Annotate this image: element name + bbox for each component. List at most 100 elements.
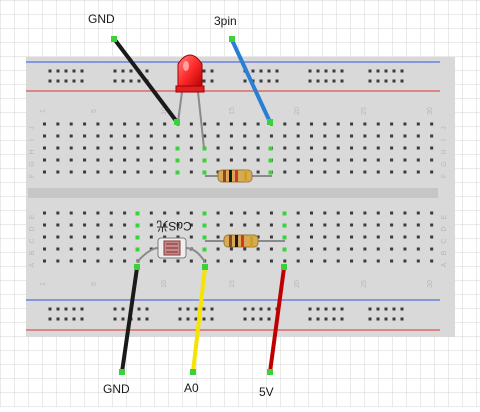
breadboard-hole <box>216 259 220 263</box>
breadboard-hole <box>376 235 380 239</box>
breadboard-hole <box>363 122 367 126</box>
breadboard-hole <box>83 211 87 215</box>
breadboard-hole <box>64 79 68 83</box>
row-letters: J I H G F E D C B A J I H G F E D C B A <box>29 126 448 267</box>
column-numbers: 1 5 10 15 20 25 30 1 5 10 15 20 25 30 <box>40 107 434 288</box>
breadboard-hole <box>251 307 255 311</box>
breadboard-hole <box>56 307 60 311</box>
breadboard-hole <box>83 122 87 126</box>
breadboard-hole <box>308 317 312 321</box>
breadboard-hole <box>316 79 320 83</box>
breadboard-hole <box>96 146 100 150</box>
breadboard-hole <box>123 170 127 174</box>
breadboard-hole <box>229 247 233 251</box>
breadboard-hole <box>283 122 287 126</box>
row-letter: C <box>441 238 448 243</box>
breadboard-hole <box>323 235 327 239</box>
breadboard-hole <box>243 79 247 83</box>
breadboard-hole <box>310 223 313 227</box>
breadboard-hole <box>368 307 372 311</box>
breadboard-hole <box>83 146 87 150</box>
breadboard-hole <box>176 235 180 239</box>
wire-gnd-top[interactable] <box>113 38 179 124</box>
breadboard-hole <box>123 235 127 239</box>
breadboard-hole <box>376 69 380 73</box>
breadboard-hole <box>430 247 434 251</box>
breadboard-hole <box>163 235 167 239</box>
breadboard-hole <box>109 122 113 126</box>
breadboard-hole <box>363 211 367 215</box>
breadboard-hole <box>149 223 153 227</box>
breadboard-hole <box>83 134 87 138</box>
breadboard-hole <box>400 69 404 73</box>
breadboard-hole <box>400 307 404 311</box>
breadboard-hole <box>324 317 328 321</box>
breadboard-hole <box>384 79 388 83</box>
wire-a0[interactable] <box>191 266 207 374</box>
breadboard-hole <box>123 134 127 138</box>
breadboard-hole <box>390 211 394 215</box>
breadboard-hole <box>269 223 273 227</box>
row-letter: D <box>441 226 448 231</box>
cds-lead-right <box>185 247 206 263</box>
breadboard-hole <box>350 134 354 138</box>
breadboard-hole <box>243 134 247 138</box>
wire-3pin[interactable] <box>230 38 272 124</box>
breadboard-hole <box>145 317 149 321</box>
resistor-band <box>244 170 247 182</box>
breadboard-hole <box>316 69 320 73</box>
breadboard-hole <box>350 247 354 251</box>
breadboard-hole <box>390 146 394 150</box>
breadboard-hole <box>251 317 255 321</box>
breadboard-hole <box>430 134 434 138</box>
breadboard-hole <box>176 211 180 215</box>
resistor-bottom[interactable] <box>205 234 285 248</box>
breadboard-hole <box>163 122 167 126</box>
breadboard-hole <box>109 223 113 227</box>
column-number: 1 <box>40 109 47 113</box>
breadboard-hole <box>216 247 220 251</box>
breadboard-hole <box>243 307 247 311</box>
breadboard-hole <box>340 307 344 311</box>
wire-end <box>267 119 273 125</box>
breadboard-hole <box>384 69 388 73</box>
breadboard-hole <box>296 146 300 150</box>
wire-end <box>267 369 273 375</box>
connected-holes <box>135 146 287 252</box>
breadboard-hole <box>296 259 300 263</box>
resistor-band <box>229 235 232 247</box>
wire-5v[interactable] <box>268 266 286 374</box>
breadboard-hole <box>243 158 247 162</box>
breadboard-hole <box>56 146 60 150</box>
row-letter: I <box>441 139 448 141</box>
led-red[interactable] <box>175 54 205 149</box>
breadboard-hole <box>109 211 113 215</box>
breadboard-hole <box>310 158 313 162</box>
breadboard-hole <box>259 69 263 73</box>
breadboard-hole <box>83 235 87 239</box>
breadboard-hole <box>310 259 313 263</box>
breadboard-hole <box>400 317 404 321</box>
breadboard-hole <box>336 134 340 138</box>
breadboard-hole <box>390 122 394 126</box>
cds-photoresistor[interactable]: CdS光 <box>136 219 206 263</box>
breadboard-hole <box>189 259 193 263</box>
breadboard-hole <box>256 235 260 239</box>
breadboard-hole <box>336 170 340 174</box>
breadboard-hole <box>203 122 207 126</box>
breadboard-hole <box>83 223 87 227</box>
breadboard-hole <box>149 134 153 138</box>
breadboard-hole <box>56 69 60 73</box>
resistor-top[interactable] <box>205 169 272 183</box>
breadboard-hole <box>376 247 380 251</box>
resistor-band <box>250 235 253 247</box>
breadboard-hole <box>403 170 407 174</box>
label-a0: A0 <box>184 381 199 395</box>
breadboard-hole <box>283 134 287 138</box>
breadboard-hole <box>256 170 260 174</box>
breadboard-hole <box>216 235 220 239</box>
breadboard-hole <box>96 247 100 251</box>
breadboard-hole <box>80 307 84 311</box>
wire-gnd-bottom[interactable] <box>120 266 139 374</box>
